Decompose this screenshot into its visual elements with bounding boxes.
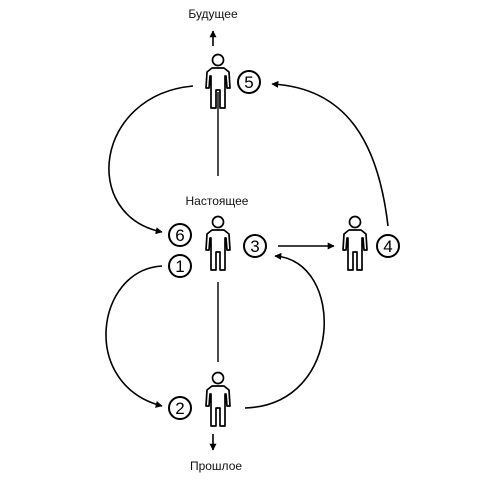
marker-5: 5: [237, 70, 261, 94]
arrow-1-to-2: [105, 265, 163, 408]
svg-text:1: 1: [175, 257, 184, 276]
person-present: [205, 215, 231, 271]
svg-text:5: 5: [244, 73, 253, 92]
svg-text:4: 4: [383, 237, 392, 256]
arrow-5-to-6: [108, 85, 194, 235]
svg-text:2: 2: [175, 399, 184, 418]
person-side: [342, 215, 368, 271]
present-label: Настоящее: [186, 194, 249, 208]
marker-2: 2: [168, 396, 192, 420]
past-label: Прошлое: [190, 459, 242, 473]
arrow-4-to-5: [271, 80, 389, 227]
marker-6: 6: [168, 223, 192, 247]
person-past: [205, 371, 231, 427]
marker-4: 4: [376, 234, 400, 258]
arrow-2-to-3: [244, 252, 326, 409]
marker-3: 3: [243, 234, 267, 258]
future-label: Будущее: [188, 7, 238, 21]
marker-1: 1: [168, 254, 192, 278]
svg-text:3: 3: [250, 237, 259, 256]
svg-text:6: 6: [175, 226, 184, 245]
